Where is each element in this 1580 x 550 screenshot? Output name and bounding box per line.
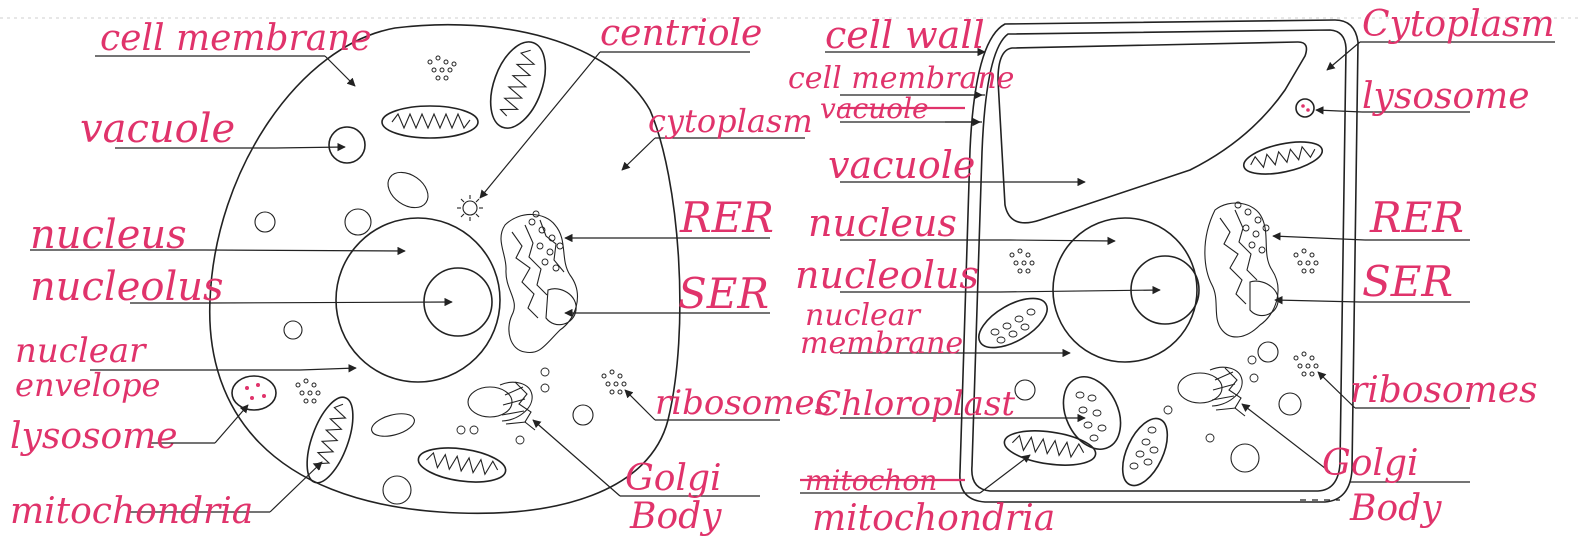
plant-mitochondrion: [1241, 136, 1325, 180]
animal-vesicle: [284, 321, 302, 339]
plant-chloroplast: [1052, 368, 1131, 459]
label-body: Body: [1349, 488, 1442, 529]
plant-vesicle: [1015, 380, 1035, 400]
label-cytoplasm: cytoplasm: [648, 102, 813, 140]
plant-mitochondrion: [1002, 426, 1098, 470]
plant-cell: cell wall Cytoplasm cell membrane vacuol…: [788, 4, 1555, 539]
plant-vacuole: [998, 42, 1306, 223]
plant-vesicle: [1279, 393, 1301, 415]
label-cell-membrane: cell membrane: [788, 61, 1014, 96]
plant-cell-wall: [960, 20, 1358, 502]
label-nucleolus: nucleolus: [795, 253, 979, 297]
plant-chloroplast: [971, 288, 1055, 357]
plant-endoplasmic-reticulum: [1205, 202, 1278, 337]
label-ribosomes: ribosomes: [655, 383, 832, 423]
animal-pointer-arrows: [205, 52, 676, 512]
label-cell-wall: cell wall: [825, 13, 985, 57]
label-nucleolus: nucleolus: [30, 264, 224, 310]
animal-mitochondrion: [298, 392, 363, 489]
label-envelope: envelope: [15, 366, 160, 404]
label-body: Body: [629, 496, 722, 537]
label-cytoplasm: Cytoplasm: [1362, 4, 1555, 45]
animal-vesicle: [383, 476, 411, 504]
plant-vesicle: [1258, 342, 1278, 362]
animal-vesicle: [369, 410, 417, 441]
label-rer: RER: [1369, 193, 1464, 242]
label-nucleus: nucleus: [30, 212, 187, 258]
label-golgi: Golgi: [625, 458, 722, 499]
animal-cell-membrane: [210, 25, 680, 514]
label-vacuole: vacuole: [828, 143, 975, 187]
plant-golgi: [1164, 356, 1258, 442]
animal-nucleus: [336, 218, 500, 382]
label-ser: SER: [1362, 257, 1453, 306]
label-chloroplast: Chloroplast: [815, 384, 1015, 424]
label-membrane: membrane: [800, 326, 963, 361]
label-nucleus: nucleus: [808, 201, 957, 245]
plant-labels: cell wall Cytoplasm cell membrane vacuol…: [788, 4, 1555, 539]
plant-pointer-arrows: [940, 42, 1365, 493]
animal-mitochondrion: [416, 443, 508, 487]
animal-golgi: [457, 368, 549, 444]
animal-vesicle: [345, 209, 371, 235]
label-vacuole: vacuole: [80, 106, 235, 152]
label-lysosome: lysosome: [10, 416, 178, 457]
label-rer: RER: [679, 193, 774, 242]
animal-endoplasmic-reticulum: [501, 211, 577, 353]
plant-cell-membrane: [972, 30, 1346, 491]
label-golgi: Golgi: [1322, 443, 1419, 484]
label-centriole: centriole: [600, 13, 762, 54]
label-mitochondria: mitochondria: [812, 498, 1055, 539]
label-cell-membrane: cell membrane: [100, 18, 372, 59]
animal-vesicle: [573, 405, 593, 425]
animal-labels: cell membrane centriole vacuole cytoplas…: [10, 13, 832, 537]
label-lysosome: lysosome: [1362, 76, 1530, 117]
label-ser: SER: [678, 269, 769, 318]
label-mitochondria: mitochondria: [10, 491, 253, 532]
plant-lysosome: [1296, 99, 1314, 117]
plant-chloroplast: [1113, 412, 1176, 492]
animal-centriole: [457, 195, 483, 221]
animal-vacuole: [329, 127, 365, 163]
label-nuclear: nuclear: [15, 331, 147, 371]
animal-mitochondrion: [382, 106, 478, 138]
animal-cell: cell membrane centriole vacuole cytoplas…: [10, 13, 832, 537]
animal-lysosome: [232, 376, 276, 410]
animal-vesicle: [255, 212, 275, 232]
animal-vesicle: [381, 165, 434, 215]
label-ribosomes: ribosomes: [1350, 370, 1538, 411]
plant-vesicle: [1231, 444, 1259, 472]
